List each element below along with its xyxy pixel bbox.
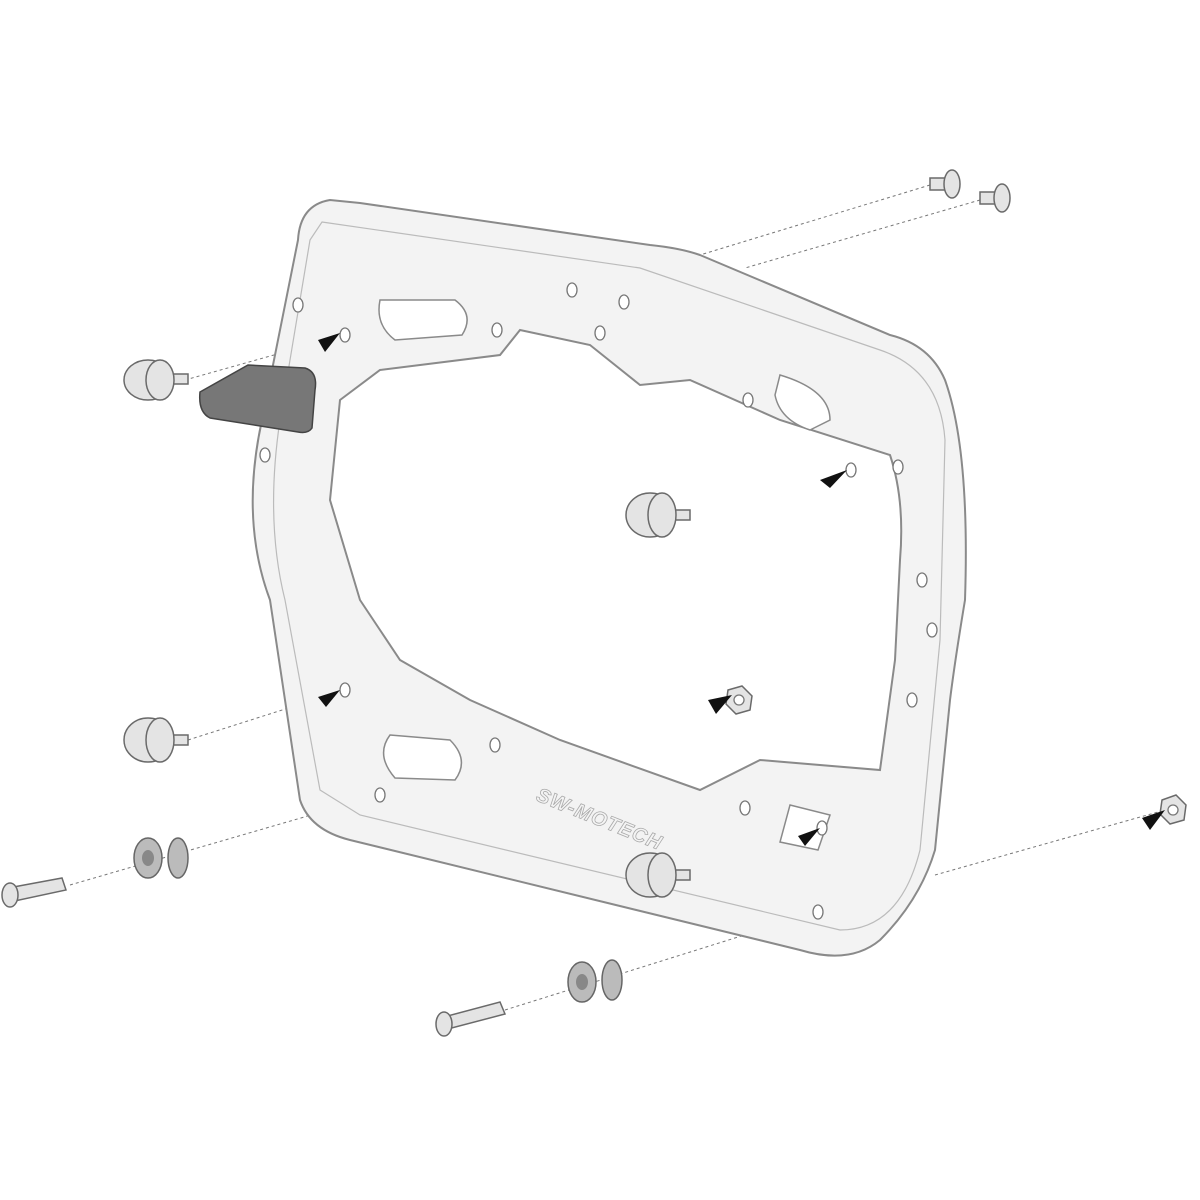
bolts xyxy=(1,169,1011,1037)
bolt xyxy=(929,169,961,199)
arrow-icon xyxy=(820,470,847,488)
buffer-knob xyxy=(625,852,691,898)
buffer-knob xyxy=(123,717,189,763)
long-bolt xyxy=(1,877,67,908)
frame-mounting-holes xyxy=(259,282,938,920)
rubber-buffer-knobs xyxy=(123,359,691,898)
long-bolt xyxy=(435,1001,507,1037)
arrow-icon xyxy=(1142,810,1165,830)
buffer-knob xyxy=(625,492,691,538)
arrow-icon xyxy=(318,690,340,707)
dark-spacer-block xyxy=(198,364,317,434)
arrow-icon xyxy=(708,695,732,714)
bolt xyxy=(979,183,1011,213)
arrow-icon xyxy=(798,828,820,846)
buffer-knob xyxy=(123,359,189,401)
pannier-side-carrier-frame: SW-MOTECH xyxy=(251,198,967,957)
spacer-rings xyxy=(133,837,623,1003)
arrow-icon xyxy=(318,333,340,352)
insertion-arrows xyxy=(318,333,1165,846)
